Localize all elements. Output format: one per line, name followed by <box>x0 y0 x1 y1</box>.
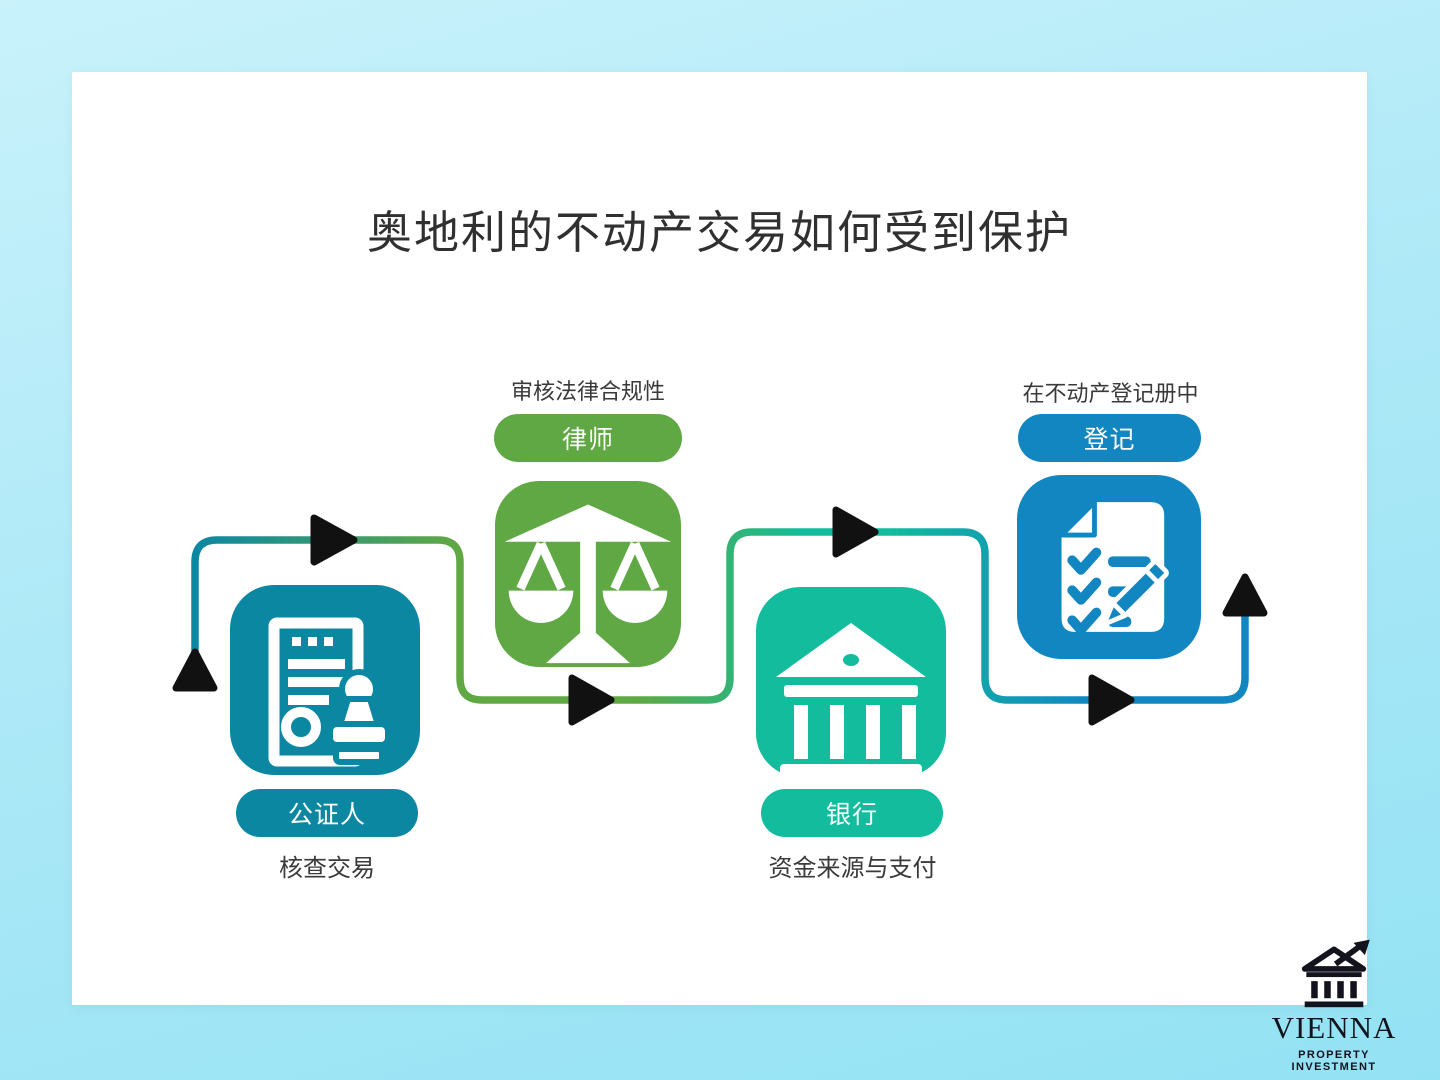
page-title: 奥地利的不动产交易如何受到保护 <box>366 207 1072 258</box>
justice-scales-icon <box>495 481 681 667</box>
notary-document-stamp-icon <box>230 585 420 775</box>
arrow-up-start-icon <box>172 648 218 692</box>
step-label-registry: 登记 <box>1083 426 1136 454</box>
bank-trend-arrow-icon <box>1301 939 1370 1008</box>
step-pill-bank: 银行 <box>761 789 943 837</box>
flow-arrows <box>172 506 1268 726</box>
step-note-notary: 核查交易 <box>279 855 375 882</box>
bank-building-icon <box>756 587 946 777</box>
step-note-lawyer: 审核法律合规性 <box>510 379 665 404</box>
brand-logo: VIENNA PROPERTY INVESTMENT <box>1266 938 1402 1073</box>
step-label-lawyer: 律师 <box>561 426 614 454</box>
brand-subtitle: PROPERTY INVESTMENT <box>1291 1049 1377 1073</box>
step-pill-notary: 公证人 <box>236 789 418 837</box>
flow-path <box>191 528 1249 704</box>
brand-name: VIENNA <box>1271 1010 1397 1045</box>
arrow-right-1-icon <box>310 514 358 566</box>
step-pill-registry: 登记 <box>1018 414 1201 462</box>
arrow-up-end-icon <box>1222 573 1268 617</box>
arrow-right-3-icon <box>832 506 879 558</box>
step-label-bank: 银行 <box>825 801 878 829</box>
step-pill-lawyer: 律师 <box>494 414 682 462</box>
arrow-right-4-icon <box>1088 674 1135 726</box>
step-label-notary: 公证人 <box>287 801 366 829</box>
step-note-bank: 资金来源与支付 <box>768 855 937 882</box>
step-note-registry: 在不动产登记册中 <box>1022 381 1199 406</box>
arrow-right-2-icon <box>568 674 615 726</box>
register-checklist-pencil-icon <box>1017 475 1201 659</box>
